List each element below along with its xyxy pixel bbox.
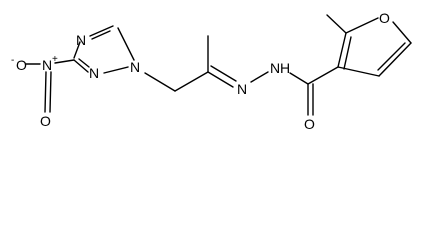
bond-furan-c3-c2-double: [343, 36, 352, 70]
bond-n-n-hydrazide: [250, 71, 269, 83]
bond-c-n-imine-double: [210, 65, 237, 82]
atom-label-nitro-o-left: O: [16, 57, 27, 73]
atom-label-hydrazide-h: H: [280, 60, 290, 76]
atom-label-triazole-n1: N: [130, 59, 140, 75]
bond-triazole-c5-n4: [89, 25, 114, 37]
bond-ch2-c-imine: [174, 71, 209, 92]
atom-label-nitro-n: N: [42, 57, 52, 73]
bond-furan-c5-c4: [378, 42, 412, 77]
bond-furan-c4-c3: [337, 66, 380, 77]
molecule-structure: N N N N + O - O N N H O O: [11, 10, 412, 132]
atom-charge-nitro-n: +: [52, 54, 58, 65]
bond-furan-o1-c5: [392, 21, 412, 44]
bond-furan-c3-c2: [337, 32, 347, 68]
atom-label-triazole-n-left: N: [89, 65, 99, 81]
bond-triazole-n2-n1: [103, 66, 129, 74]
bond-triazole-c3-n2-double: [78, 58, 90, 68]
bond-n1-ch2: [144, 72, 176, 92]
bond-furan-c5-c4-double: [377, 42, 406, 71]
bond-triazole-n1-c5: [117, 27, 135, 61]
bond-furan-c2-methyl: [326, 14, 347, 34]
atom-label-carbonyl-o: O: [304, 116, 315, 132]
bond-c-n-imine: [207, 71, 234, 88]
atom-label-hydrazone-n: N: [237, 81, 247, 97]
atom-label-triazole-n-top: N: [76, 32, 86, 48]
atom-charge-nitro-o-left: -: [11, 55, 14, 66]
atom-label-furan-o: O: [379, 10, 390, 26]
atom-label-nitro-o-bottom: O: [40, 113, 51, 129]
bond-furan-c2-o1: [345, 17, 379, 34]
bond-triazole-n4-c3: [73, 41, 81, 59]
bond-triazole-c5-n4-double: [91, 30, 111, 40]
bond-nitro-n-o-bottom: [44, 71, 47, 113]
bond-nitro-n-o-bottom-double: [49, 71, 52, 113]
bond-triazole-c3-n2: [73, 59, 89, 73]
bond-c3-nitro-n: [54, 59, 75, 64]
atom-label-hydrazide-n: N: [270, 60, 280, 76]
bond-carbonyl-c-furan-c3: [307, 66, 339, 85]
bond-nh-carbonyl-c: [289, 72, 309, 85]
